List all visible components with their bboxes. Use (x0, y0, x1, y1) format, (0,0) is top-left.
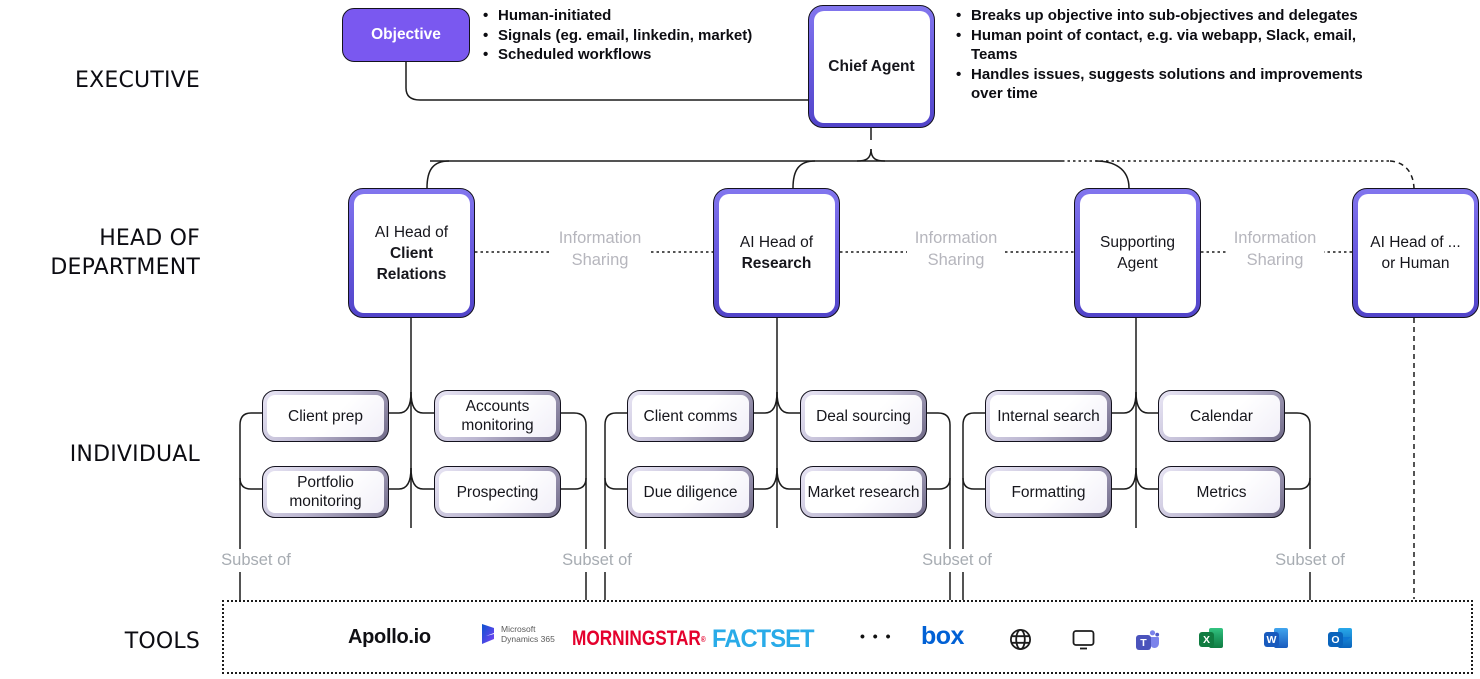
chief-agent-bullets: Breaks up objective into sub-objectives … (955, 6, 1383, 104)
dynamics365-icon (482, 624, 494, 644)
elbow-notches (241, 80, 1413, 489)
task-node-accounts-monitoring: Accounts monitoring (434, 390, 561, 442)
apollo-logo: Apollo.io (348, 626, 431, 648)
teams-icon: T (1136, 629, 1160, 653)
task-node-market-research: Market research (800, 466, 927, 518)
chief-agent-node: Chief Agent (808, 5, 935, 128)
task-node-metrics: Metrics (1158, 466, 1285, 518)
subset-of-label: Subset of (212, 549, 300, 572)
dept-node-client-relations: AI Head of Client Relations (348, 188, 475, 318)
monitor-icon (1072, 629, 1095, 650)
subset-of-label: Subset of (1266, 549, 1354, 572)
factset-logo: FACTSET (712, 625, 815, 653)
more-tools-ellipsis: • • • (860, 628, 893, 644)
morningstar-logo: MORNINGSTAR® (572, 627, 706, 650)
objective-node: Objective (342, 8, 470, 62)
task-node-deal-sourcing: Deal sourcing (800, 390, 927, 442)
task-node-internal-search: Internal search (985, 390, 1112, 442)
section-label-individual: INDIVIDUAL (69, 442, 200, 467)
section-label-executive: EXECUTIVE (74, 68, 200, 93)
task-node-client-comms: Client comms (627, 390, 754, 442)
dept-node-ai-head-or-human: AI Head of ...or Human (1352, 188, 1479, 318)
objective-bullets: Human-initiated Signals (eg. email, link… (482, 6, 812, 65)
task-node-calendar: Calendar (1158, 390, 1285, 442)
word-icon: W (1264, 628, 1288, 652)
task-node-formatting: Formatting (985, 466, 1112, 518)
box-logo: box (921, 622, 964, 650)
excel-icon: X (1199, 628, 1223, 652)
task-node-due-diligence: Due diligence (627, 466, 754, 518)
task-node-portfolio-monitoring: Portfolio monitoring (262, 466, 389, 518)
dept-node-supporting-agent: Supporting Agent (1074, 188, 1201, 318)
subset-of-label: Subset of (553, 549, 641, 572)
task-node-prospecting: Prospecting (434, 466, 561, 518)
subset-of-label: Subset of (913, 549, 1001, 572)
task-node-client-prep: Client prep (262, 390, 389, 442)
section-label-tools: TOOLS (124, 629, 200, 654)
globe-icon (1009, 628, 1032, 651)
dept-node-research: AI Head of Research (713, 188, 840, 318)
outlook-icon: O (1328, 628, 1352, 652)
